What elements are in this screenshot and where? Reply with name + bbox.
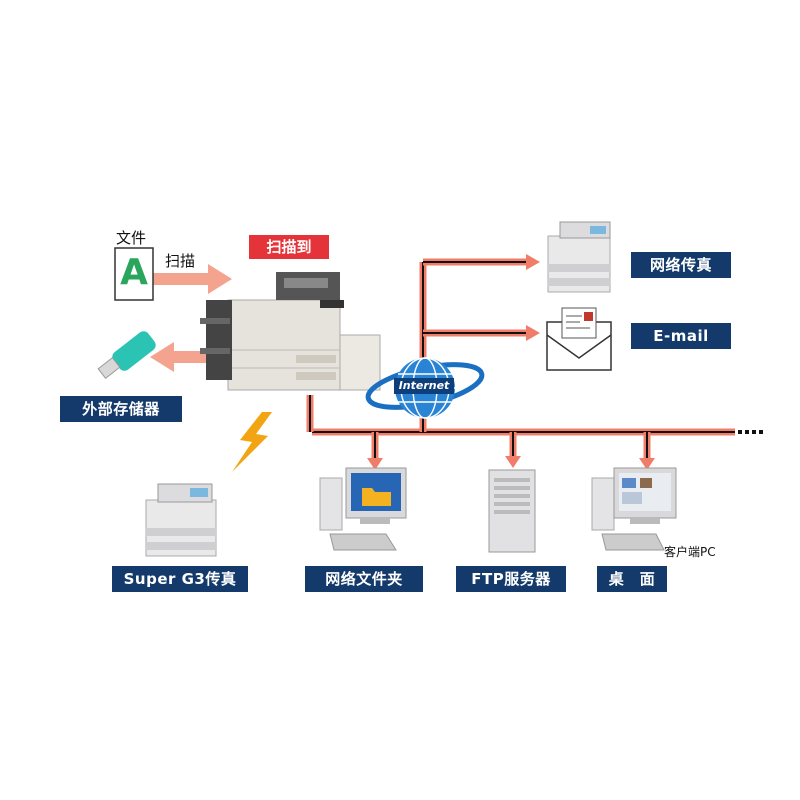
ftp-server-label: FTP服务器	[456, 566, 566, 592]
lightning-icon	[232, 412, 272, 472]
ftp-server-icon	[488, 469, 536, 553]
usb-storage-label: 外部存储器	[60, 396, 182, 422]
client-pc-caption: 客户端PC	[664, 545, 716, 559]
network-folder-label: 网络文件夹	[305, 566, 423, 592]
document-caption: 文件	[116, 229, 147, 247]
scan-arrow	[150, 264, 232, 294]
network-fax-device	[547, 221, 611, 293]
document-letter: A	[120, 252, 148, 293]
network-fax-label: 网络传真	[631, 252, 731, 278]
email-envelope-icon	[546, 307, 612, 371]
multifunction-printer	[200, 272, 381, 391]
internet-globe-icon	[365, 357, 485, 419]
network-bus	[306, 395, 735, 470]
scan-label: 扫描	[165, 252, 196, 270]
usb-drive-icon	[97, 331, 156, 379]
document-icon	[114, 247, 154, 301]
desktop-label: 桌 面	[597, 566, 667, 592]
scan-to-title: 扫描到	[249, 235, 329, 259]
desktop-client-pc	[591, 467, 677, 551]
g3-fax-label: Super G3传真	[112, 566, 248, 592]
g3-fax-device	[145, 483, 217, 557]
internet-text: Internet	[398, 379, 450, 392]
continuation-dots	[738, 430, 763, 434]
email-label: E-mail	[631, 323, 731, 349]
network-folder-pc	[319, 467, 407, 551]
